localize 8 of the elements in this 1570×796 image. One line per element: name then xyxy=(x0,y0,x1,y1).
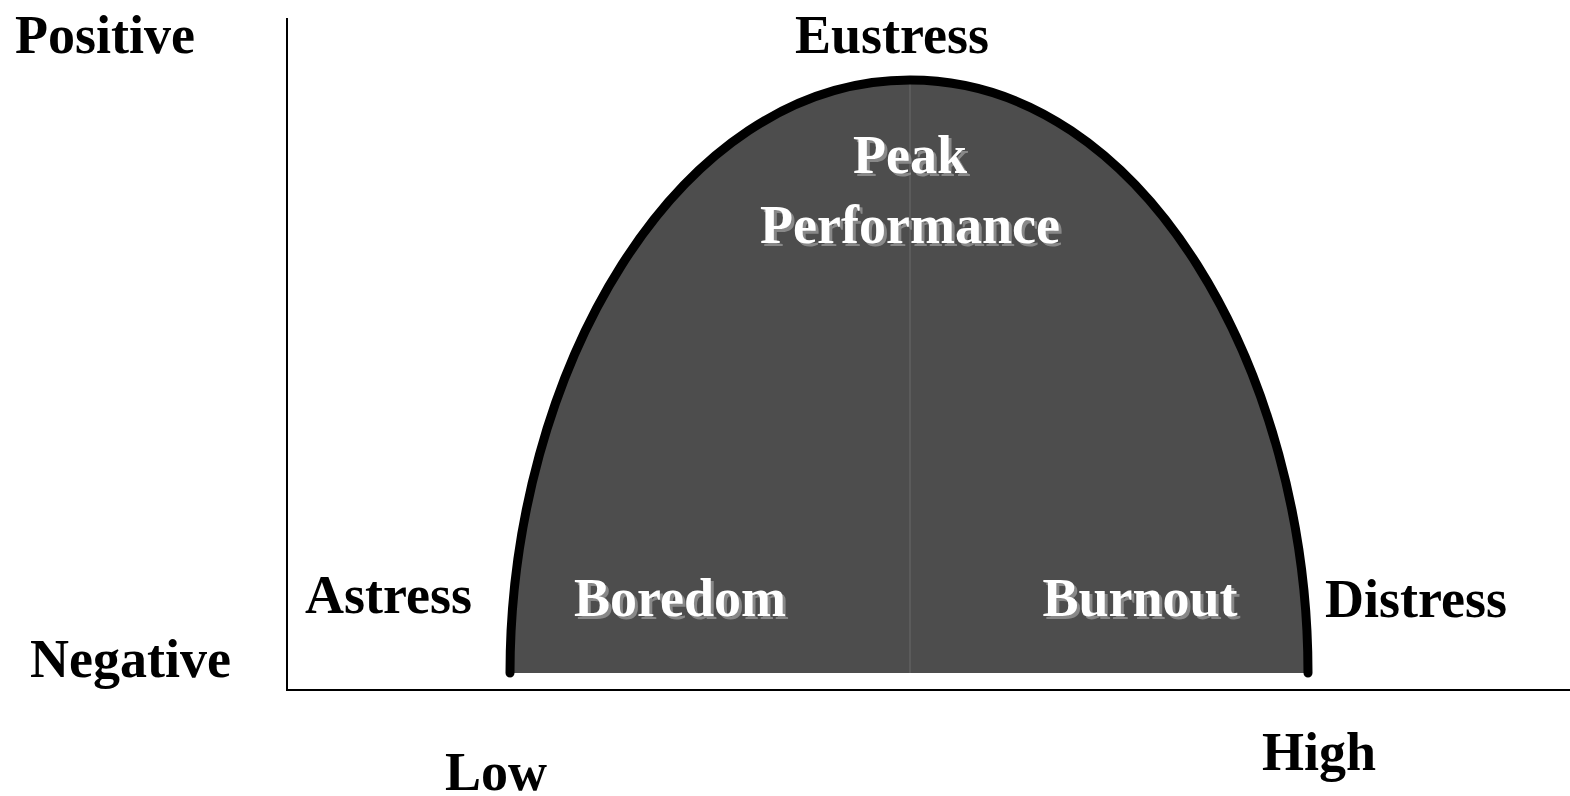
curve-label: Eustress xyxy=(795,8,990,62)
axis-label: Positive xyxy=(15,8,195,62)
zone-label: Burnout xyxy=(1041,567,1239,630)
axis-label: Low xyxy=(445,745,547,796)
zone-label: Boredom xyxy=(573,567,787,630)
zone-label: Peak Performance xyxy=(759,124,1061,258)
zone-label: Distress xyxy=(1325,572,1507,626)
zone-label: Astress xyxy=(305,568,472,622)
